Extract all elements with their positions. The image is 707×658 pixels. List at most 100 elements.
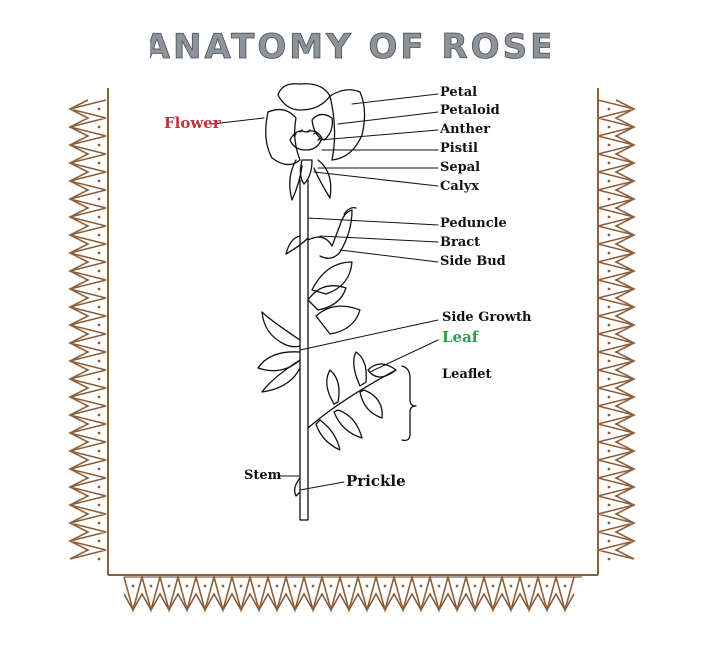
frame-dot [401, 584, 405, 588]
side-growth-leaf [307, 285, 347, 311]
frame-dot [97, 431, 101, 435]
frame-dot [607, 233, 611, 237]
frame-dot [97, 521, 101, 525]
frame-dot [607, 197, 611, 201]
frame-dot [607, 449, 611, 453]
frame-dot [607, 125, 611, 129]
frame-dot [97, 341, 101, 345]
leaflet-shape [261, 359, 301, 393]
leaflet-brace [401, 365, 417, 442]
side-growth-leaf [315, 305, 361, 335]
label-leaflet: Leaflet [442, 367, 492, 382]
zigzag-band [597, 99, 635, 560]
leaflet-shape [261, 311, 301, 348]
frame-dot [97, 161, 101, 165]
frame-dot [607, 305, 611, 309]
frame-dot [149, 584, 153, 588]
frame-dot [545, 584, 549, 588]
frame-dot [185, 584, 189, 588]
frame-dot [97, 107, 101, 111]
frame-dot [97, 233, 101, 237]
frame-dot [383, 584, 387, 588]
frame-dot [97, 539, 101, 543]
frame-dot [527, 584, 531, 588]
zigzag-band [69, 99, 107, 560]
frame-dot [97, 251, 101, 255]
label-sepal: Sepal [440, 160, 481, 175]
frame-dot [97, 179, 101, 183]
sepal-shape [313, 159, 332, 199]
frame-dot [607, 161, 611, 165]
leaflet-shape [326, 369, 340, 405]
frame-dot [167, 584, 171, 588]
frame-dot [419, 584, 423, 588]
frame-dot [607, 359, 611, 363]
frame-dot [455, 584, 459, 588]
frame-dot [203, 584, 207, 588]
frame-dot [97, 269, 101, 273]
zigzag-band [123, 592, 575, 612]
zigzag-band [68, 99, 90, 560]
leaflet-shape [367, 363, 397, 378]
frame-dot [365, 584, 369, 588]
frame-dot [607, 467, 611, 471]
frame-dot [257, 584, 261, 588]
frame-dot [239, 584, 243, 588]
label-peduncle: Peduncle [440, 216, 507, 231]
title-graphic: ANATOMY OF ROSE [150, 27, 550, 68]
frame-dot [97, 323, 101, 327]
frame-dot [347, 584, 351, 588]
frame-dot [607, 215, 611, 219]
leaflet-shape [359, 389, 383, 419]
label-petal: Petal [440, 85, 478, 100]
frame-dot [97, 503, 101, 507]
frame-dot [97, 287, 101, 291]
frame-dot [293, 584, 297, 588]
label-side-bud: Side Bud [440, 254, 506, 269]
frame-dot [563, 584, 567, 588]
label-pistil: Pistil [440, 141, 478, 156]
frame-dot [607, 557, 611, 561]
label-side-growth: Side Growth [442, 310, 532, 325]
frame-dot [607, 485, 611, 489]
leaflet-shape [257, 351, 301, 372]
frame-dot [97, 557, 101, 561]
frame-dot [607, 143, 611, 147]
page-title: ANATOMY OF ROSE [150, 27, 550, 67]
frame-dot [97, 359, 101, 363]
frame-dot [491, 584, 495, 588]
frame-dot [473, 584, 477, 588]
side-growth-leaf [311, 261, 353, 295]
frame-dot [97, 197, 101, 201]
frame-dot [607, 287, 611, 291]
petal-shape [329, 89, 366, 161]
frame-dot [607, 269, 611, 273]
frame-dot [607, 107, 611, 111]
frame-dot [607, 503, 611, 507]
frame-dot [311, 584, 315, 588]
label-calyx: Calyx [440, 179, 480, 194]
petaloid-shape [311, 113, 333, 141]
frame-dot [329, 584, 333, 588]
petal-shape [277, 83, 331, 111]
frame-dot [97, 305, 101, 309]
frame-dot [97, 125, 101, 129]
frame-dot [607, 377, 611, 381]
label-stem: Stem [244, 468, 282, 483]
frame-dot [607, 413, 611, 417]
frame-dot [275, 584, 279, 588]
frame-dot [607, 341, 611, 345]
label-petaloid: Petaloid [440, 103, 500, 118]
frame-dot [97, 449, 101, 453]
leaflet-shape [333, 409, 363, 439]
bract-shape [343, 206, 357, 215]
calyx-shape [299, 159, 313, 185]
label-flower: Flower [164, 114, 221, 132]
frame-dot [97, 413, 101, 417]
leaflet-shape [353, 351, 367, 387]
frame-dot [97, 143, 101, 147]
frame-dot [131, 584, 135, 588]
frame-dot [607, 539, 611, 543]
